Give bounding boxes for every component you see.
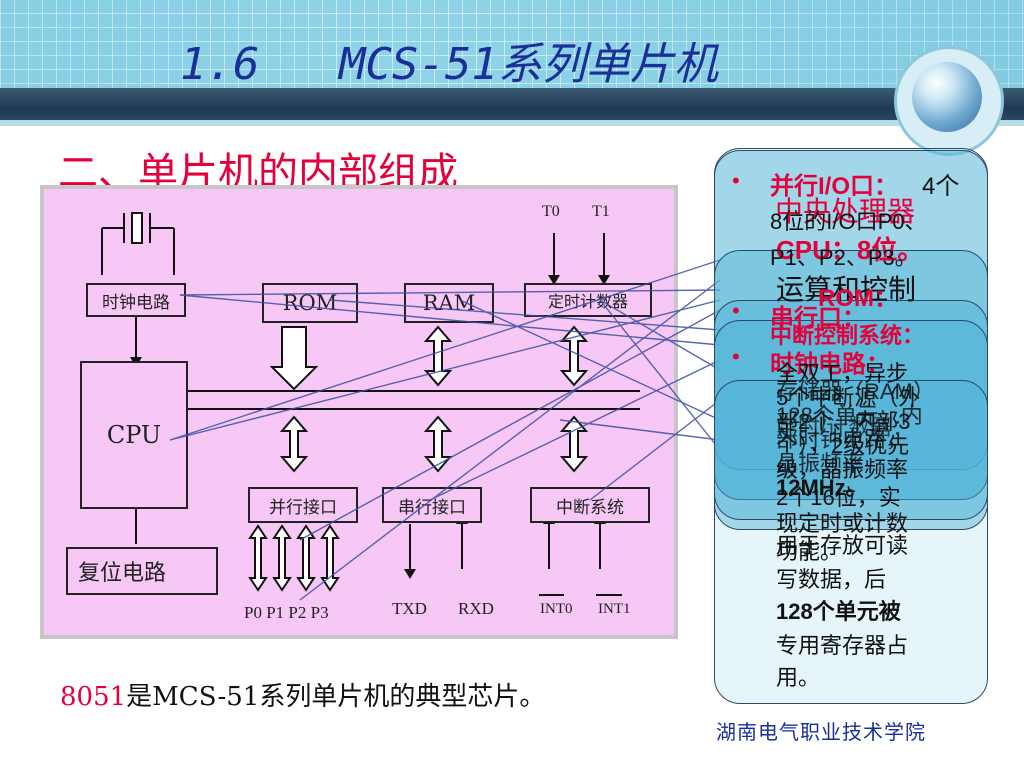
footer-note: 8051是MCS-51系列单片机的典型芯片。 [60, 676, 545, 713]
ops-text: 运算和控制 [776, 274, 917, 305]
ram-tail-2: 写数据，后 [776, 567, 887, 592]
callout-panel-interrupt[interactable] [714, 320, 988, 500]
rom-heading: ROM： [818, 285, 898, 312]
parallel-interface-block: 并行接口 [248, 487, 358, 523]
ram-line-2: 128个单元，内 [776, 403, 923, 428]
mixed-3: 部2个、内部3 [776, 409, 911, 434]
interrupt-system-block: 中断系统 [530, 487, 650, 523]
bullet-3: • [732, 344, 740, 369]
t0-label: T0 [542, 203, 560, 220]
mixed-4: 个），2级优先 [776, 433, 910, 458]
ram-tail-1: 用于存放可读 [776, 533, 909, 558]
io-count: 4个 [922, 173, 960, 200]
ports-label: P0 P1 P2 P3 [244, 603, 329, 622]
ram-line-1: 存储器（RAM） [776, 379, 935, 404]
io-heading: 并行I/O口： [770, 173, 899, 200]
rxd-label: RXD [458, 599, 494, 618]
serial-interface-block: 串行接口 [382, 487, 482, 523]
interrupt-heading: 中断控制系统： [770, 323, 925, 348]
io-line-2: 8位的I/O口P0、 [770, 209, 927, 234]
clock-heading: 时钟电路： [770, 351, 890, 378]
timer-line-4: 功能。 [776, 539, 843, 564]
ram-line-3: 部时钟电路， [776, 427, 909, 452]
int0-label: INT0 [540, 601, 573, 617]
header-tile-pattern [0, 0, 1024, 92]
bullet-1: • [732, 168, 740, 193]
callout-panel-serial[interactable] [714, 300, 988, 530]
ram-tail-3: 128个单元被 [776, 599, 901, 624]
timer-line-2: 2个16位，实 [776, 485, 901, 510]
ram-line-4: 晶振频率 [776, 451, 865, 476]
cpu-block: CPU [80, 361, 188, 509]
txd-label: TXD [392, 599, 427, 618]
header-bar [0, 88, 1024, 122]
header-fade [0, 0, 1024, 92]
callout-panel-cpu[interactable] [714, 150, 988, 500]
mixed-2: 5个中断源（外 [776, 385, 921, 410]
chip-name: 8051 [60, 682, 127, 712]
rom-block: ROM [262, 283, 358, 323]
bullet-2: • [732, 298, 740, 323]
school-name: 湖南电气职业技术学院 [716, 720, 926, 744]
serial-heading: 串行口： [770, 305, 866, 332]
mixed-5: 级，晶振频率 [776, 457, 909, 482]
mixed-1: 全双工，异步 [776, 361, 909, 386]
slide-title: 1.6 MCS-51系列单片机 [180, 39, 718, 90]
mcu-block-diagram: 时钟电路 ROM RAM 定时计数器 CPU 并行接口 串行接口 中断系统 复位… [40, 185, 678, 639]
globe-icon [912, 62, 982, 132]
slide-header [0, 0, 1024, 126]
ram-block: RAM [404, 283, 494, 323]
cpu-line-2: CPU：8位。 [776, 235, 924, 265]
timer-counter-block: 定时计数器 [524, 283, 652, 317]
io-line-3: P1、P2、P3。 [770, 245, 917, 270]
timer-line-3: 现定时或计数 [776, 511, 909, 536]
clock-circuit-block: 时钟电路 [86, 283, 186, 317]
reset-circuit-block: 复位电路 [66, 547, 218, 595]
callout-panel-clock[interactable] [714, 380, 988, 520]
int1-label: INT1 [598, 601, 631, 617]
ram-tail-5: 用。 [776, 665, 821, 690]
ram-tail-4: 专用寄存器占 [776, 633, 909, 658]
t1-label: T1 [592, 203, 610, 220]
callout-panel-ram[interactable] [714, 148, 988, 704]
cpu-heading: 中央处理器 [775, 196, 916, 227]
footer-note-text: 是MCS-51系列单片机的典型芯片。 [126, 682, 546, 712]
timer-line-1: 定时/计数器： [776, 415, 915, 440]
ram-line-5: 12MHz。 [776, 475, 868, 500]
header-bar-light [0, 120, 1024, 126]
